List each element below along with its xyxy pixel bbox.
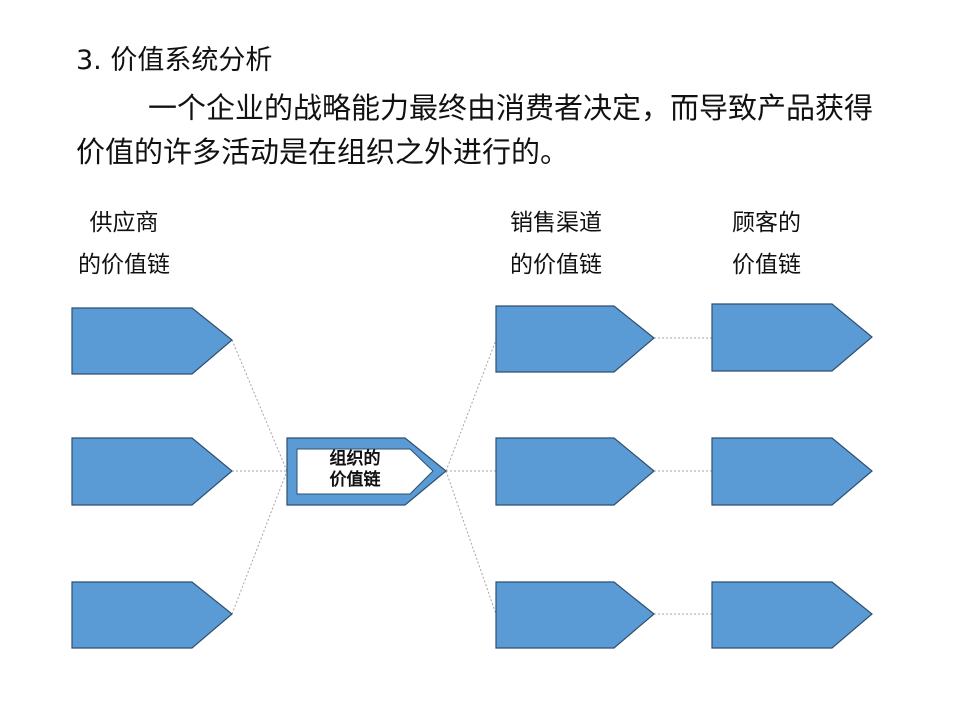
connector-supplier-3 (231, 470, 288, 615)
customer-label: 顾客的 价值链 (732, 202, 801, 286)
organization-label-line1: 组织的 (329, 449, 381, 469)
channel-label-line2: 的价值链 (510, 252, 602, 278)
supplier-label-line1: 供应商 (89, 210, 159, 236)
supplier-chevron-1 (71, 307, 233, 375)
organization-label: 组织的 价值链 (300, 449, 410, 491)
organization-chevron-inner (296, 448, 434, 495)
connectors (231, 337, 712, 615)
channel-chevron-1 (495, 305, 655, 373)
customer-chevron-2 (711, 437, 873, 506)
organization-label-line2: 价值链 (329, 470, 381, 490)
connector-supplier-1 (231, 339, 288, 472)
supplier-label: 供应商 的价值链 (78, 202, 170, 286)
section-title: 3. 价值系统分析 (76, 45, 273, 76)
channel-chevron-3 (495, 581, 655, 649)
customer-chevron-3 (711, 581, 873, 649)
intro-paragraph: 一个企业的战略能力最终由消费者决定，而导致产品获得价值的许多活动是在组织之外进行… (76, 86, 896, 174)
customer-label-line1: 顾客的 (732, 210, 801, 236)
channel-chevron-2 (495, 437, 655, 506)
supplier-chevron-2 (71, 437, 233, 506)
supplier-label-line2: 的价值链 (78, 252, 170, 278)
supplier-chevron-3 (71, 581, 233, 649)
customer-chevron-1 (711, 303, 873, 372)
connector-channel-3 (445, 470, 497, 615)
channel-label: 销售渠道 的价值链 (510, 202, 602, 286)
connector-channel-1 (445, 339, 497, 472)
channel-label-line1: 销售渠道 (510, 210, 602, 236)
intro-text: 一个企业的战略能力最终由消费者决定，而导致产品获得价值的许多活动是在组织之外进行… (76, 91, 874, 169)
customer-label-line2: 价值链 (732, 252, 801, 278)
